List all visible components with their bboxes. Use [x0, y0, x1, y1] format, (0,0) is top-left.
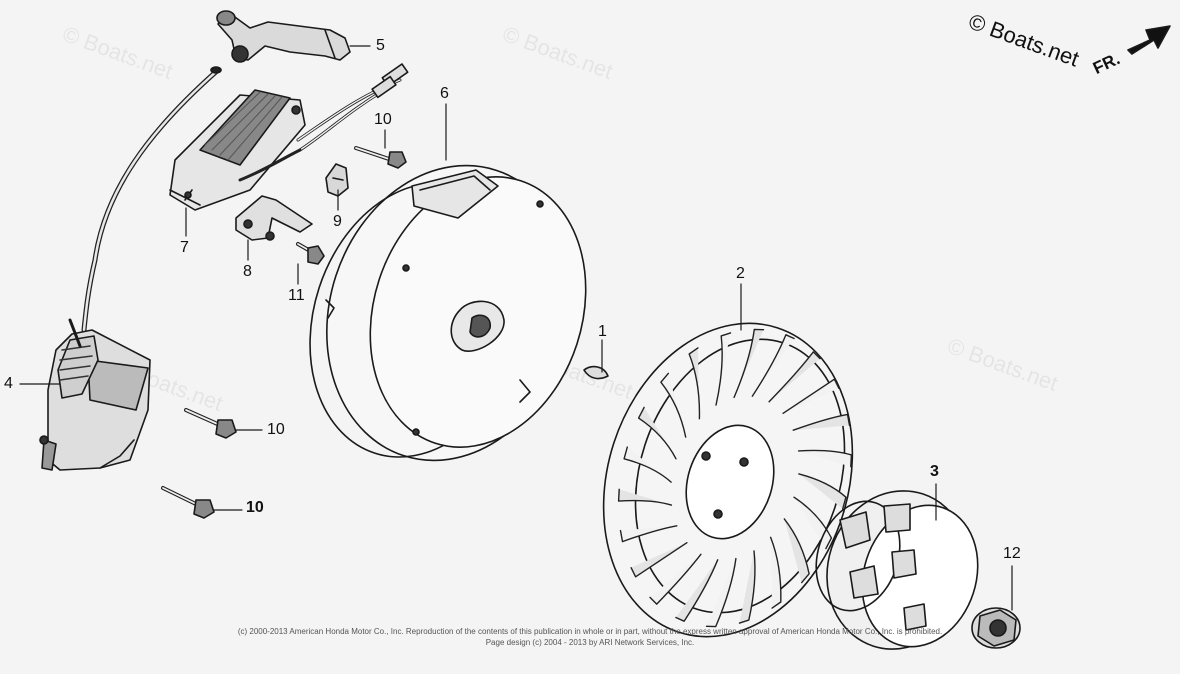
callout-8[interactable]: 8: [243, 263, 252, 280]
footer-page-design-line: Page design (c) 2004 - 2013 by ARI Netwo…: [485, 638, 695, 647]
flywheel-fin: [660, 372, 687, 438]
flywheel-fin: [793, 496, 833, 550]
flywheel-nut-part: [971, 607, 1021, 649]
ignition-coil-part: [39, 318, 151, 471]
flywheel-fin: [783, 518, 810, 584]
flywheel-fin: [733, 328, 765, 399]
callout-12[interactable]: 12: [1003, 545, 1021, 562]
flywheel-cover-part: [309, 164, 587, 462]
flywheel-fin: [751, 334, 795, 397]
callout-1[interactable]: 1: [598, 323, 607, 340]
callout-2[interactable]: 2: [736, 265, 745, 282]
flywheel-fin: [688, 347, 701, 420]
wire-clip-part: [325, 163, 349, 197]
callout-9[interactable]: 9: [333, 213, 342, 230]
flywheel-fin: [649, 553, 702, 605]
flywheel-fin: [798, 473, 847, 510]
woodruff-key-part: [583, 365, 609, 380]
flywheel-fin: [715, 332, 732, 406]
wire-clamp-bracket-part: [235, 195, 313, 241]
footer-copyright-line: (c) 2000-2013 American Honda Motor Co., …: [237, 627, 943, 636]
lead-end-cap: [210, 66, 222, 74]
flywheel-fin: [768, 351, 821, 403]
callout-11[interactable]: 11: [288, 287, 305, 304]
ignition-lead-wire-core: [82, 68, 220, 332]
callout-6[interactable]: 6: [440, 85, 449, 102]
starter-pulley-part: [815, 490, 979, 650]
flywheel-fin: [782, 378, 840, 414]
callout-4[interactable]: 4: [4, 375, 13, 392]
bolt-10-bottom: [161, 486, 215, 519]
bolt-10-top: [354, 146, 407, 169]
flywheel-fin: [705, 557, 737, 628]
flywheel-fin: [675, 559, 719, 622]
bolt-11: [296, 242, 325, 265]
flywheel-part: [602, 322, 854, 638]
callout-10-bottom[interactable]: 10: [246, 499, 264, 516]
callout-7[interactable]: 7: [180, 239, 189, 256]
callout-10-top[interactable]: 10: [374, 111, 392, 128]
callout-5[interactable]: 5: [376, 37, 385, 54]
flywheel-fin: [630, 542, 688, 578]
flywheel-fin: [623, 446, 672, 483]
flywheel-fin: [619, 525, 678, 543]
callout-10-middle[interactable]: 10: [267, 421, 285, 438]
flywheel-fin: [792, 413, 851, 431]
flywheel-fin: [617, 488, 673, 506]
front-direction-arrow-icon: [1127, 25, 1171, 55]
charge-coil-part: [169, 63, 409, 211]
flywheel-fin: [769, 536, 782, 609]
spark-plug-cap-part: [216, 10, 351, 63]
callout-3[interactable]: 3: [930, 463, 939, 480]
flywheel-fin: [738, 550, 756, 624]
callout-leader-lines: [19, 45, 1013, 611]
flywheel-fin: [797, 449, 853, 468]
bolt-10-middle: [184, 408, 237, 439]
flywheel-fin: [637, 406, 677, 460]
